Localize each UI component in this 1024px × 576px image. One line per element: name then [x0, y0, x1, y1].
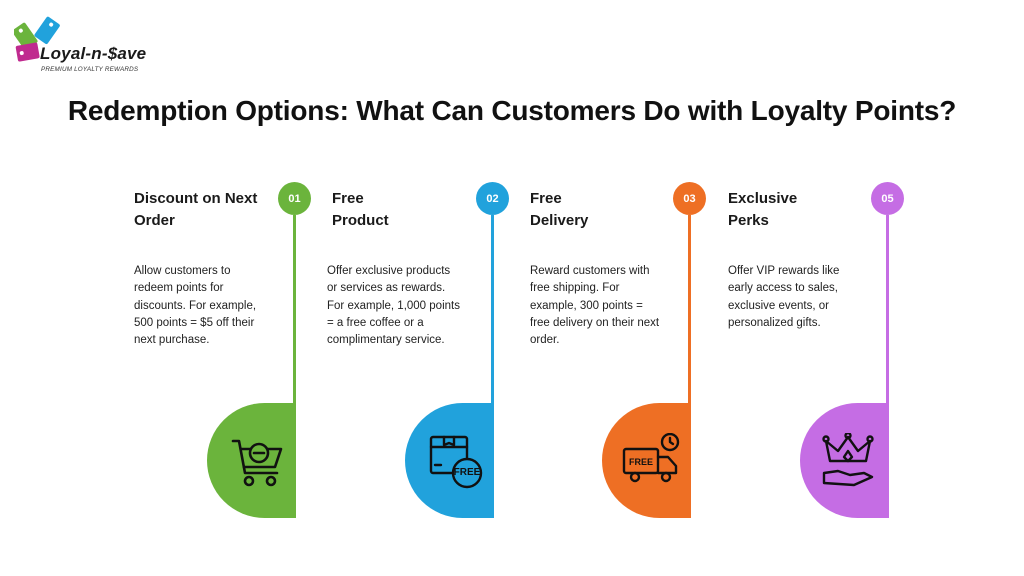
option-description: Allow customers to redeem points for dis…: [134, 265, 257, 347]
free-label: FREE: [628, 457, 653, 467]
connector-line: [688, 215, 691, 405]
icon-semicircle: FREE: [602, 403, 691, 518]
free-product-box-icon: [429, 435, 483, 489]
discount-cart-icon: [231, 439, 283, 487]
step-badge: 01: [278, 182, 311, 215]
step-badge: 02: [476, 182, 509, 215]
crown-hand-icon: [822, 433, 874, 487]
brand-name: Loyal-n-$ave: [40, 44, 147, 63]
option-description: Reward customers with free shipping. For…: [530, 265, 660, 347]
connector-line: [293, 215, 296, 405]
option-title: Free Delivery: [530, 190, 589, 229]
option-title: Discount on Next Order: [134, 190, 258, 229]
free-delivery-truck-icon: [622, 433, 680, 483]
option-description: Offer exclusive products or services as …: [327, 265, 460, 347]
icon-semicircle: [800, 403, 889, 518]
price-tags-icon: [14, 16, 60, 62]
page-title: Redemption Options: What Can Customers D…: [67, 95, 957, 126]
option-description: Offer VIP rewards like early access to s…: [728, 265, 840, 329]
step-badge: 03: [673, 182, 706, 215]
brand-tagline: PREMIUM LOYALTY REWARDS: [41, 66, 139, 73]
option-title: Free Product: [332, 190, 389, 229]
connector-line: [886, 215, 889, 405]
connector-line: [491, 215, 494, 405]
brand-logo: Loyal-n-$ave PREMIUM LOYALTY REWARDS: [14, 16, 174, 78]
icon-semicircle: FREE: [405, 403, 494, 518]
icon-semicircle: [207, 403, 296, 518]
free-label: FREE: [453, 467, 481, 478]
step-badge: 05: [871, 182, 904, 215]
option-title: Exclusive Perks: [728, 190, 798, 229]
